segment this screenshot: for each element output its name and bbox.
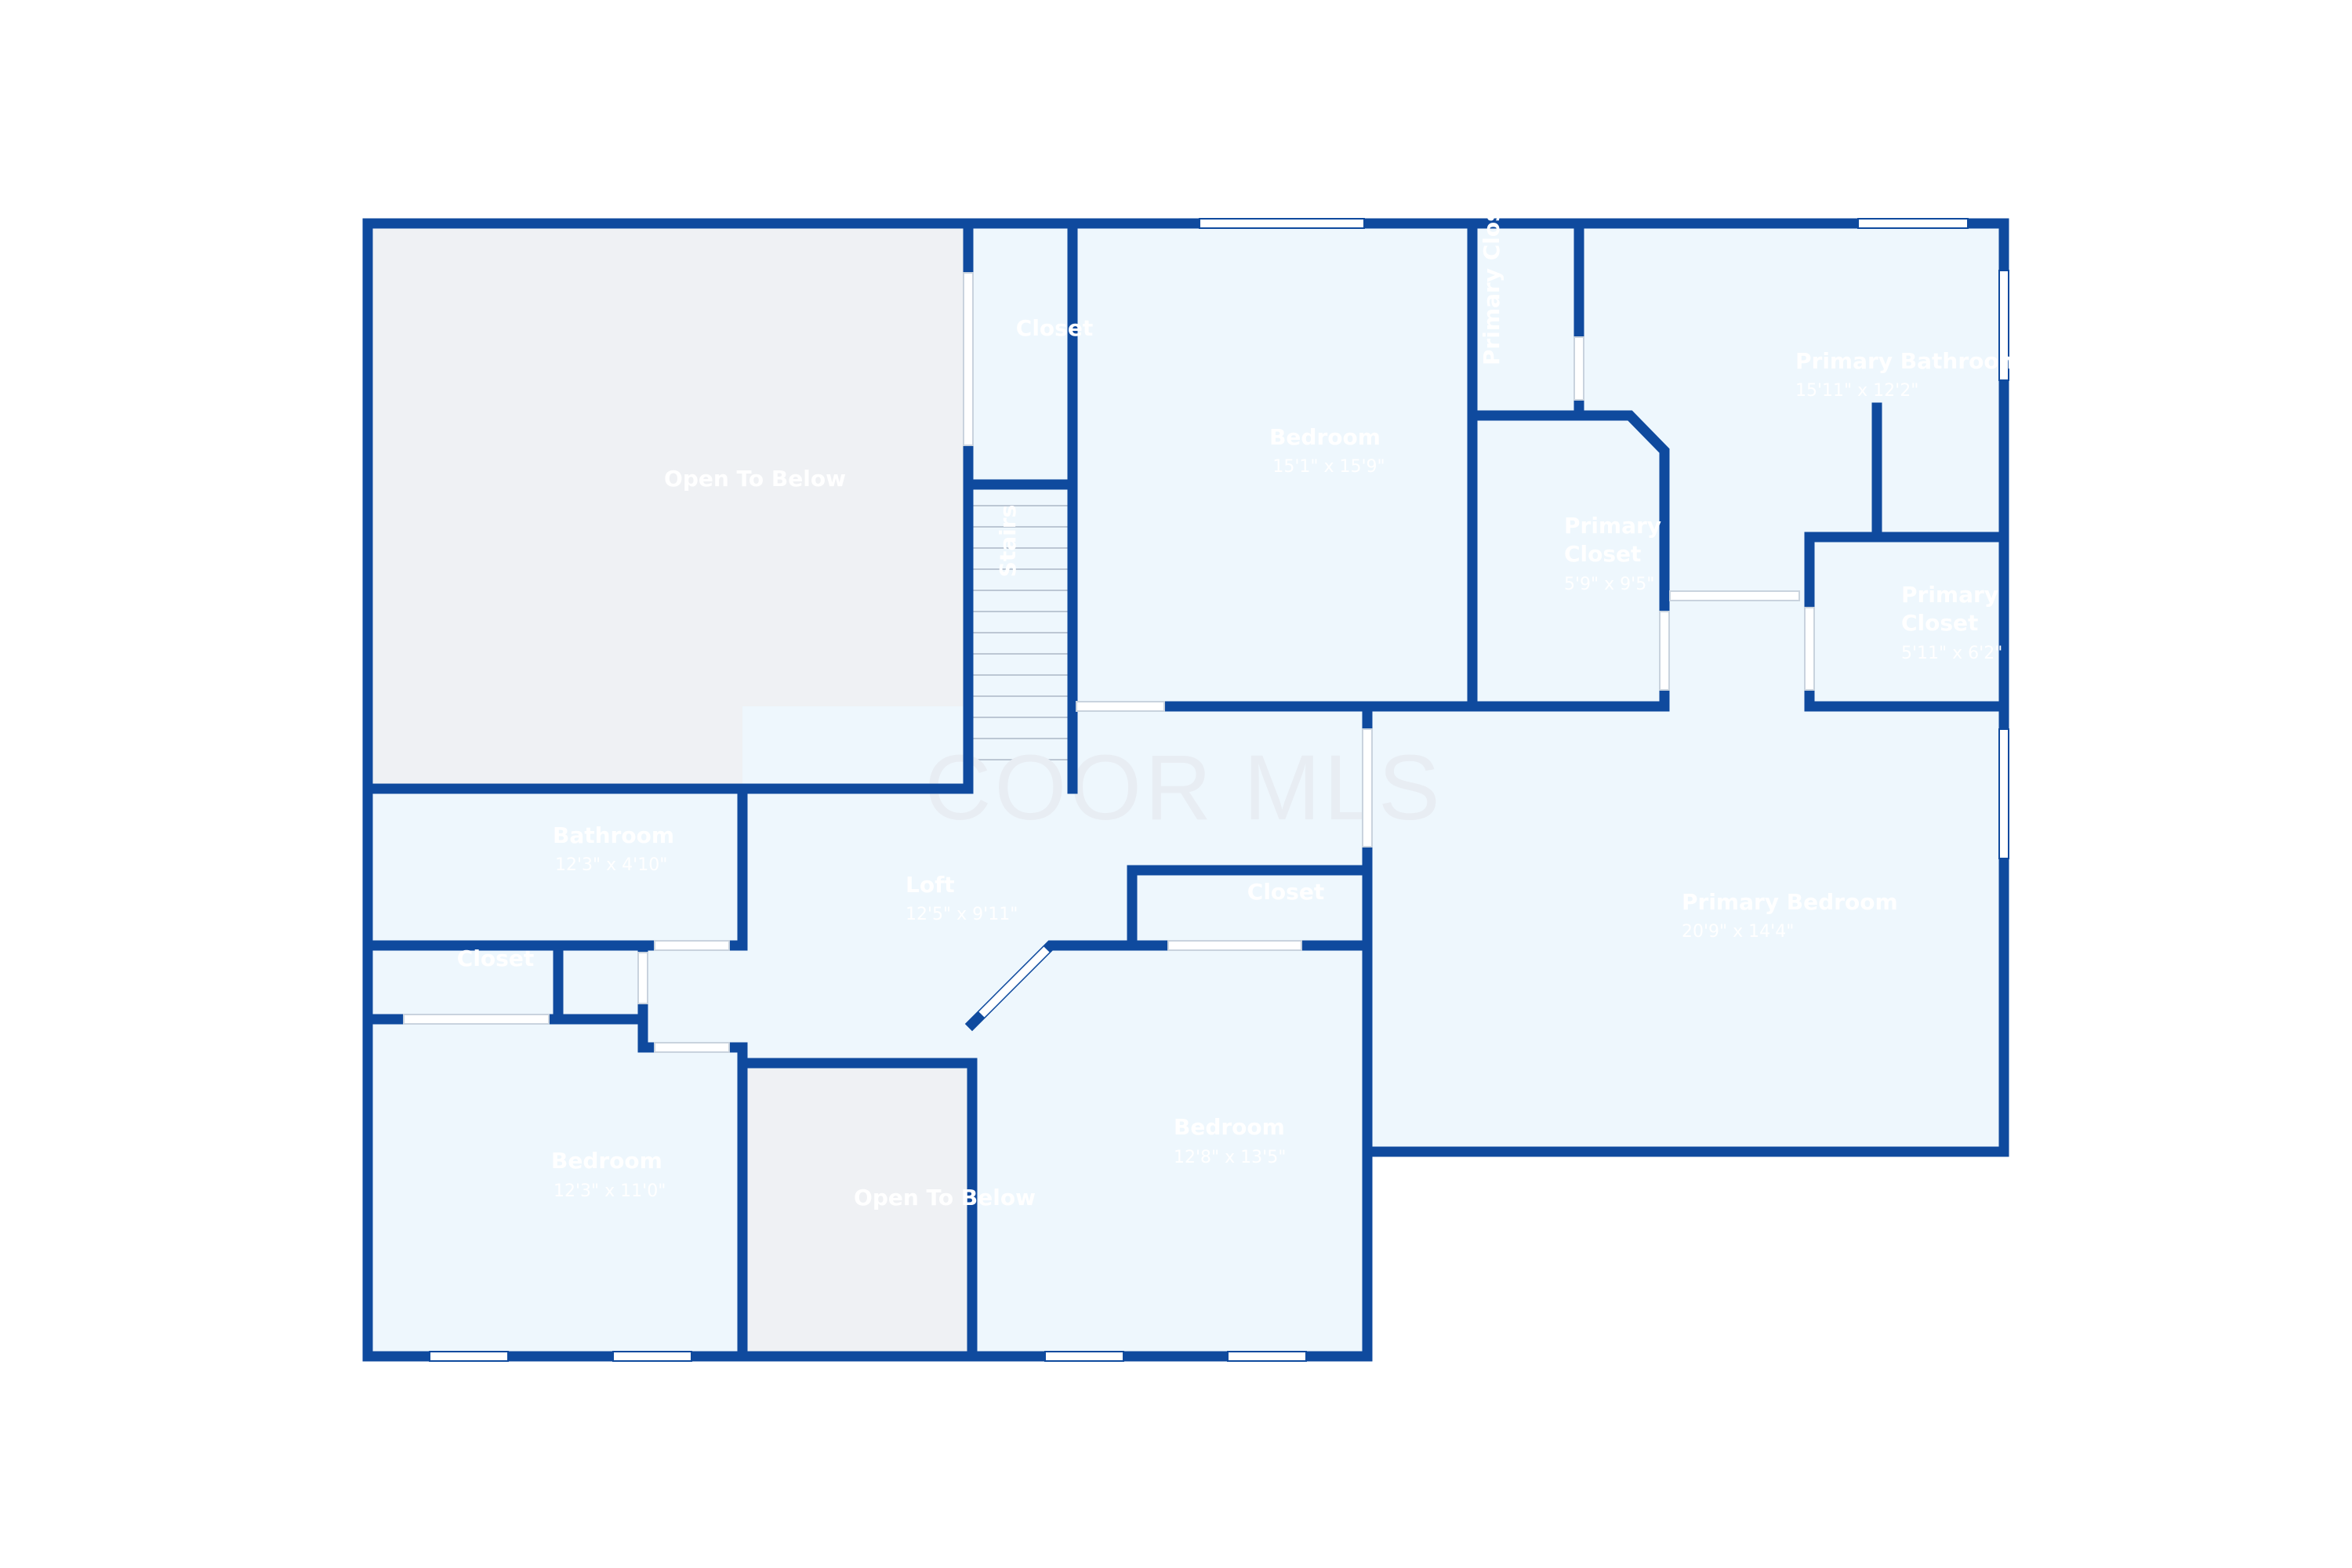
bedroom-left-dims: 12'3" x 11'0" [554,1181,666,1201]
door-opening [1167,940,1302,951]
window [1199,218,1365,229]
primary-closet-left-dims: 5'9" x 9'5" [1564,575,1654,594]
bedroom-top-dims: 15'1" x 15'9" [1272,457,1385,477]
open-to-below-large-area [368,223,968,789]
window [1857,218,1969,229]
door-opening [978,946,1050,1018]
door-opening [1659,611,1670,691]
primary-closet-left-name: Primary Closet [1564,513,1669,567]
room-labels: Open To Below Closet Stairs Bedroom 15'1… [457,183,2022,1210]
door-opening [637,952,648,1004]
bathroom-area [368,789,742,946]
window [1044,1351,1124,1362]
door-opening [654,940,730,951]
stair-treads [972,505,1069,760]
door-opening [1804,607,1815,691]
closet-top-label: Closet [1016,315,1093,341]
primary-closet-right-name-text: Primary [1901,582,1998,608]
primary-closet-left-area [1472,416,1664,706]
door-opening [403,1014,550,1025]
open-to-below-large-label: Open To Below [664,466,846,492]
door-opening [654,1042,730,1053]
room-fills [368,223,2004,1356]
primary-closet-vertical-label: Primary Closet [1479,183,1504,365]
bedroom-top-area [1073,223,1472,706]
primary-closet-right-dims: 5'11" x 6'2" [1901,644,2002,663]
closet-left-label: Closet [457,946,534,971]
primary-closet-right-name: Primary Closet [1901,582,2006,636]
window [612,1351,692,1362]
stairs-label: Stairs [995,505,1021,578]
open-to-below-small-label: Open To Below [854,1185,1036,1210]
door-opening [1573,336,1584,401]
bedroom-top-name: Bedroom [1269,424,1381,450]
primary-bathroom-name: Primary Bathroom [1795,348,2022,374]
watermark: COOR MLS [924,736,1443,840]
door-opening [963,272,974,446]
bathroom-name: Bathroom [553,822,674,848]
primary-bedroom-name: Primary Bedroom [1682,889,1898,915]
window [1998,728,2009,859]
loft-dims: 12'5" x 9'11" [906,905,1018,924]
primary-closet-left-name-text-line2: Closet [1564,541,1641,567]
openings [403,272,1815,1053]
door-opening [1362,728,1373,848]
window [1227,1351,1307,1362]
primary-closet-right-name-text-line2: Closet [1901,610,1978,636]
bedroom-bottom-area [972,946,1367,1356]
primary-closet-vertical-area [1472,223,1579,416]
windows [429,218,2009,1362]
bedroom-left-area [368,1019,742,1356]
open-to-below-small-area [742,1063,972,1356]
bedroom-bottom-dims: 12'8" x 13'5" [1174,1148,1286,1167]
closet-top-area [968,223,1073,485]
primary-bedroom-dims: 20'9" x 14'4" [1682,922,1794,942]
loft-name: Loft [906,872,955,898]
primary-bedroom-area [1367,706,2004,1152]
bathroom-dims: 12'3" x 4'10" [555,855,667,875]
window [1998,270,2009,381]
closet-loft-label: Closet [1247,879,1324,905]
primary-bathroom-dims: 15'11" x 12'2" [1795,381,1918,401]
bedroom-left-name: Bedroom [551,1148,662,1174]
window [429,1351,509,1362]
door-opening [1669,590,1800,601]
door-opening [1076,701,1165,712]
primary-closet-left-name-text: Primary [1564,513,1661,539]
bedroom-bottom-name: Bedroom [1174,1114,1285,1140]
